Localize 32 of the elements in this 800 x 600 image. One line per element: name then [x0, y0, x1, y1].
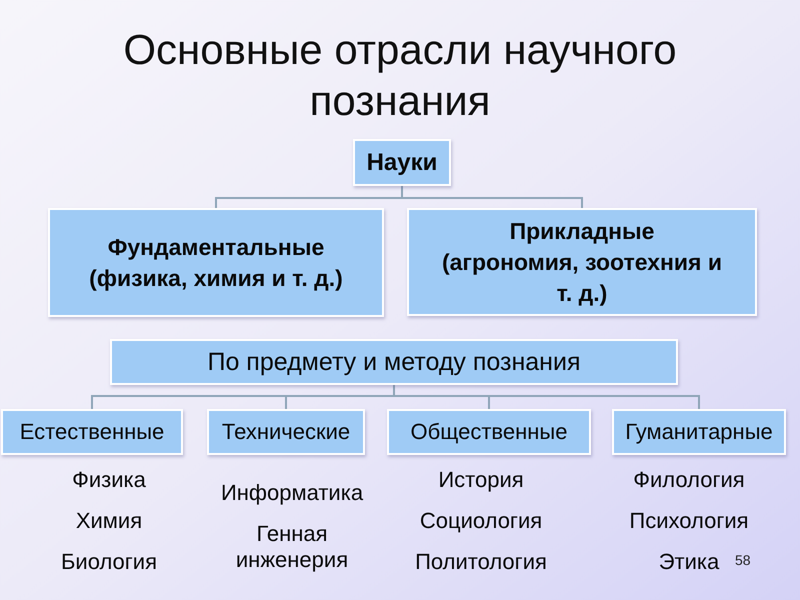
discipline-name: Политология	[415, 549, 547, 575]
box-label: Естественные	[20, 419, 164, 445]
category-box	[48, 208, 384, 317]
discipline-name: Генная инженерия	[234, 521, 350, 573]
discipline-name: Химия	[76, 508, 142, 534]
box-label: (физика, химия и т. д.)	[89, 264, 343, 293]
discipline-name: Психология	[629, 508, 749, 534]
slide-title: Основные отрасли научного познания	[122, 25, 678, 126]
page-number: 58	[735, 551, 751, 569]
discipline-name: Социология	[420, 508, 542, 534]
connector-line	[393, 385, 700, 409]
category-box	[353, 139, 451, 186]
category-box	[407, 208, 757, 316]
category-box	[387, 409, 591, 455]
discipline-name: Биология	[60, 549, 158, 575]
box-label: Науки	[366, 148, 438, 176]
box-label: По предмету и методу познания	[207, 347, 580, 377]
category-box	[207, 409, 365, 455]
category-box	[612, 409, 786, 455]
discipline-name: Этика	[658, 549, 720, 575]
box-label: Гуманитарные	[625, 419, 773, 445]
category-box	[1, 409, 183, 455]
box-label: Фундаментальные	[108, 232, 324, 262]
discipline-name: История	[438, 467, 524, 493]
discipline-name: Информатика	[220, 480, 364, 506]
discipline-name: Филология	[633, 467, 745, 493]
box-label: Общественные	[410, 419, 568, 445]
box-label: (агрономия, зоотехния и т. д.)	[440, 248, 724, 308]
category-box	[110, 339, 678, 385]
discipline-name: Физика	[72, 467, 146, 493]
box-label: Прикладные	[510, 216, 654, 246]
box-label: Технические	[222, 419, 350, 445]
